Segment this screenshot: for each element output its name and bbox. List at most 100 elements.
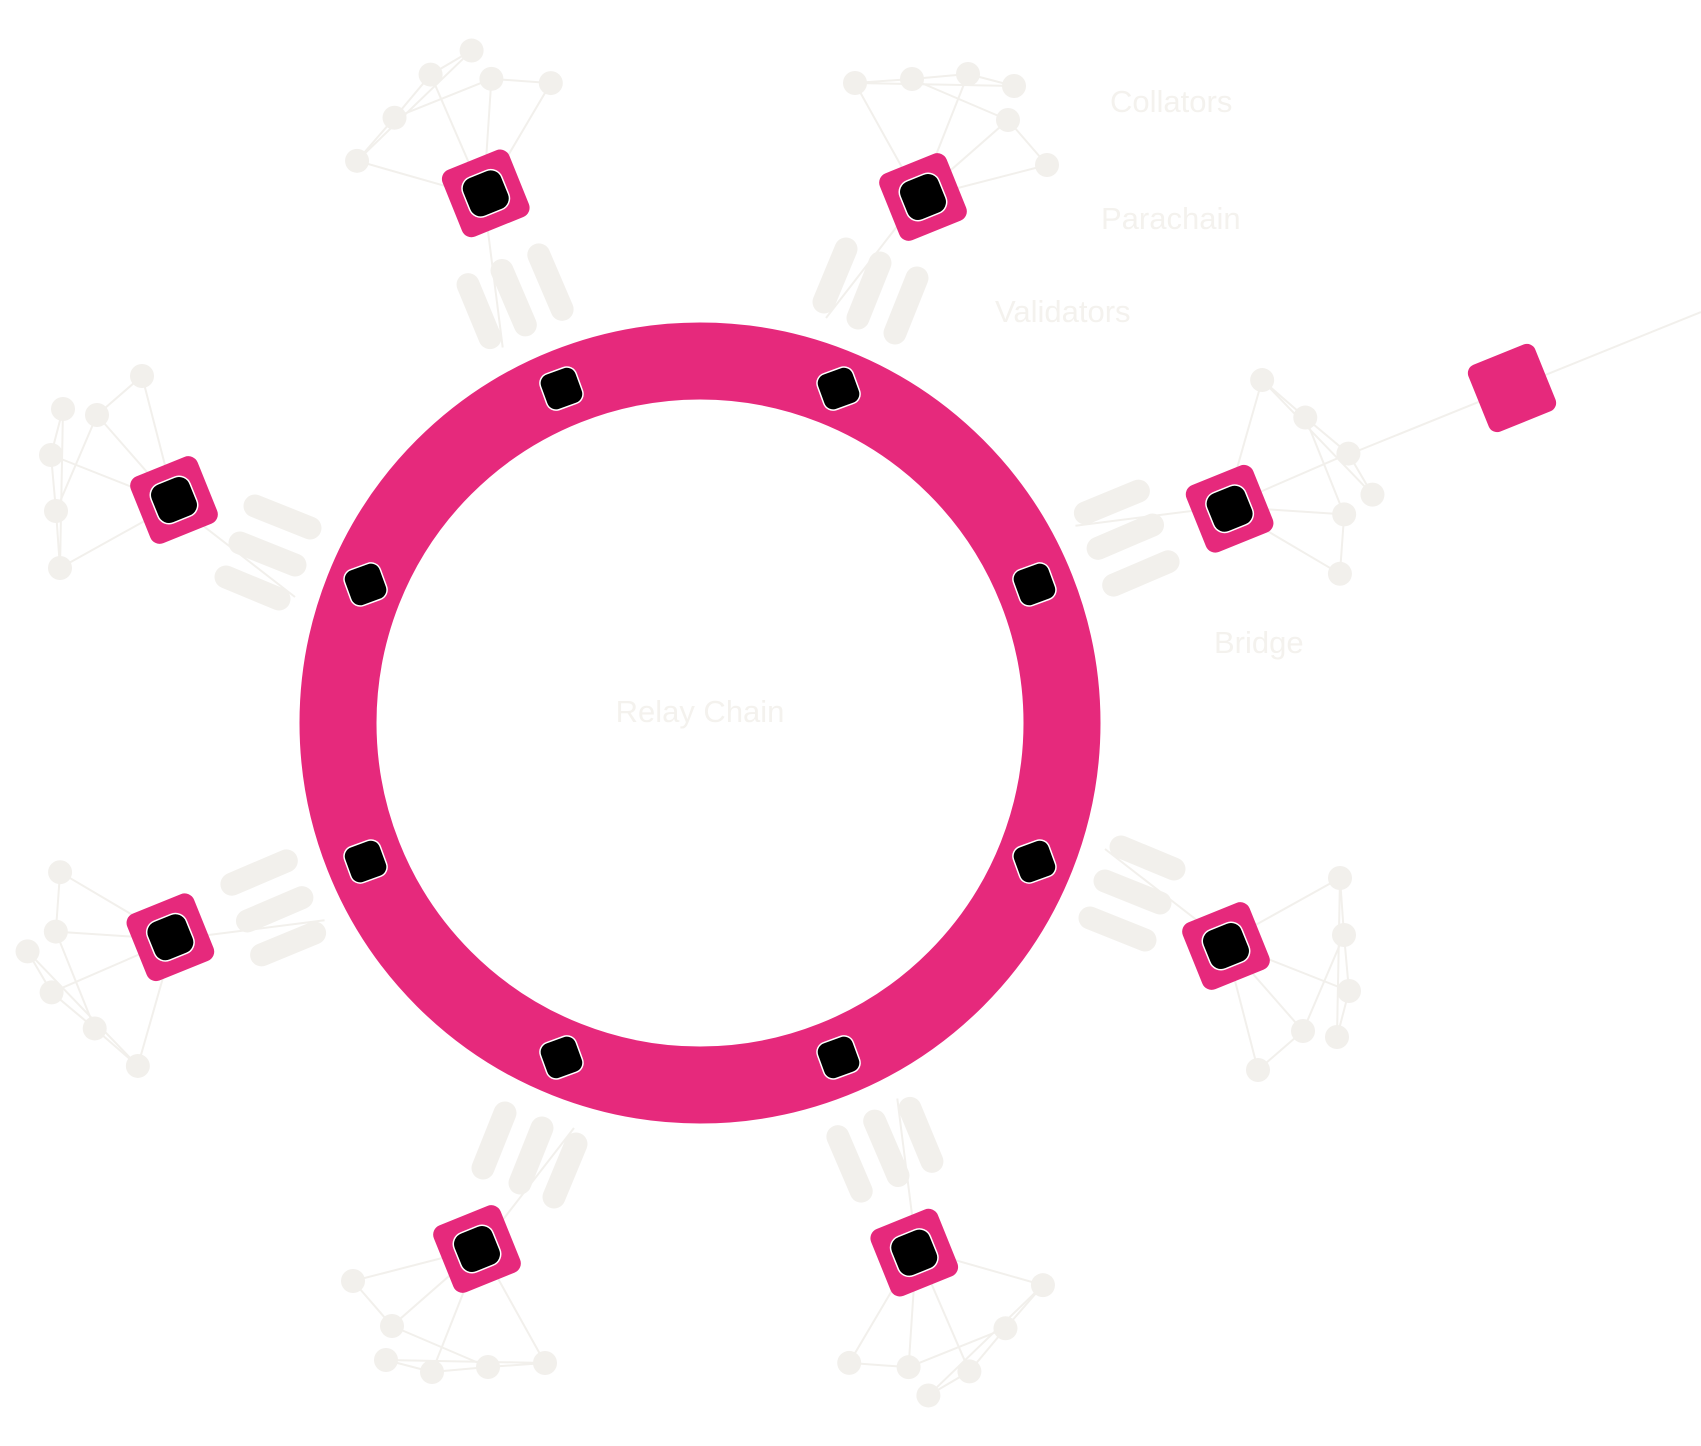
collator-node-icon xyxy=(1325,1025,1349,1049)
collator-node-icon xyxy=(380,1314,404,1338)
collator-node-icon xyxy=(341,1269,365,1293)
collator-node-icon xyxy=(1336,441,1361,466)
collator-link xyxy=(911,78,1009,121)
parachain-sector xyxy=(1075,368,1385,586)
collator-node-icon xyxy=(1337,979,1361,1003)
parachain-block-icon xyxy=(1185,464,1274,553)
collator-link xyxy=(1302,934,1345,1032)
collator-node-icon xyxy=(1327,561,1352,586)
collator-node-icon xyxy=(957,1359,982,1384)
relay-chain-ring xyxy=(299,322,1101,1124)
collator-node-icon xyxy=(459,38,484,63)
validator-slot-icon xyxy=(539,366,584,411)
validator-slot-icon xyxy=(343,562,388,607)
collator-node-icon xyxy=(48,860,73,885)
collator-node-icon xyxy=(43,919,68,944)
validator-bar-icon xyxy=(883,266,929,345)
parachain-sector xyxy=(39,364,296,598)
collator-node-icon xyxy=(479,66,504,91)
collator-node-icon xyxy=(15,939,40,964)
parachain-block-icon xyxy=(441,149,530,238)
parachain-block-icon xyxy=(870,1208,959,1297)
validator-slot-icon xyxy=(343,839,388,884)
collator-node-icon xyxy=(1250,368,1275,393)
collator-link xyxy=(54,931,96,1029)
collator-node-icon xyxy=(125,1053,150,1078)
validator-bar-icon xyxy=(846,251,892,330)
validator-bar-icon xyxy=(1078,906,1157,952)
collators-label: Collators xyxy=(1110,84,1232,119)
validator-bar-icon xyxy=(228,531,307,577)
parachain-block-icon xyxy=(879,153,967,241)
collator-chip-icon xyxy=(461,168,511,218)
collator-node-icon xyxy=(896,1355,921,1380)
validator-bar-icon xyxy=(214,565,291,611)
collator-node-icon xyxy=(1328,866,1352,890)
collator-node-icon xyxy=(993,1316,1018,1341)
collator-node-icon xyxy=(1332,502,1357,527)
parachain-block-icon xyxy=(433,1205,521,1293)
relay-chain-label: Relay Chain xyxy=(616,694,785,729)
collator-link xyxy=(55,414,98,512)
parachain-sector xyxy=(1104,848,1361,1082)
collator-chip-icon xyxy=(1201,921,1251,971)
validator-group xyxy=(1073,479,1180,597)
validator-bar-icon xyxy=(527,243,574,321)
collator-node-icon xyxy=(900,67,924,91)
parachain-blocks xyxy=(126,149,1557,1297)
collator-networks xyxy=(15,38,1701,1408)
bridge-block-icon xyxy=(1467,343,1557,433)
diagram-labels: Collators Parachain Validators Bridge Re… xyxy=(616,84,1304,729)
collator-chip-icon xyxy=(1205,484,1255,534)
validator-group xyxy=(826,1096,944,1203)
collator-node-icon xyxy=(1002,74,1026,98)
collator-link xyxy=(391,1325,489,1368)
bridge-block-shape xyxy=(1467,343,1557,433)
collator-node-icon xyxy=(843,71,867,95)
validator-groups xyxy=(214,237,1186,1209)
collator-chip-icon xyxy=(889,1228,939,1278)
collator-node-icon xyxy=(916,1383,941,1408)
parachain-block-icon xyxy=(126,893,215,982)
collator-link xyxy=(1304,417,1346,515)
validator-bar-icon xyxy=(1093,869,1172,915)
validator-group xyxy=(1078,835,1186,952)
collator-node-icon xyxy=(533,1351,557,1375)
validator-group xyxy=(456,243,574,350)
collator-node-icon xyxy=(1246,1058,1270,1082)
collator-link xyxy=(908,1327,1006,1369)
validator-group xyxy=(220,849,327,967)
validator-bar-icon xyxy=(508,1116,554,1195)
collator-node-icon xyxy=(1360,482,1385,507)
collator-link xyxy=(385,1359,546,1364)
parachain-label: Parachain xyxy=(1101,201,1241,236)
relay-chain-ring-group xyxy=(299,322,1101,1124)
validator-bar-icon xyxy=(826,1125,873,1203)
collator-node-icon xyxy=(39,443,63,467)
collator-chip-icon xyxy=(452,1224,502,1274)
validator-bar-icon xyxy=(863,1109,910,1188)
collator-node-icon xyxy=(476,1355,500,1379)
collator-node-icon xyxy=(420,1360,444,1384)
validator-bar-icon xyxy=(812,237,858,314)
collator-chip-icon xyxy=(898,172,948,222)
collator-node-icon xyxy=(1332,923,1356,947)
collator-link xyxy=(927,1284,1044,1397)
collator-node-icon xyxy=(48,556,72,580)
validator-bar-icon xyxy=(1109,835,1186,881)
collator-link xyxy=(26,950,139,1067)
validator-bar-icon xyxy=(490,258,537,337)
validator-bar-icon xyxy=(471,1101,517,1180)
validators-label: Validators xyxy=(995,294,1131,329)
validator-bar-icon xyxy=(1073,479,1150,525)
collator-node-icon xyxy=(382,105,407,130)
collator-node-icon xyxy=(345,148,370,173)
collator-node-icon xyxy=(996,108,1020,132)
collator-node-icon xyxy=(1293,405,1318,430)
collator-link xyxy=(394,77,492,119)
validator-bar-icon xyxy=(1086,513,1165,560)
collator-chip-icon xyxy=(145,912,195,962)
validator-bar-icon xyxy=(235,886,314,933)
collator-node-icon xyxy=(85,403,109,427)
